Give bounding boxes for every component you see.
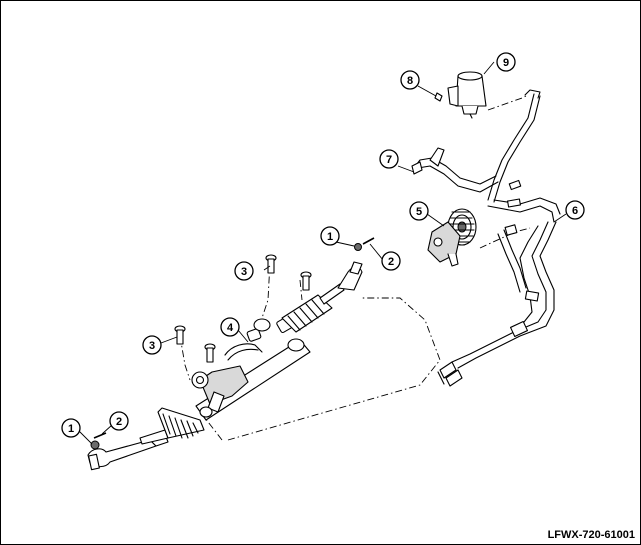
power-steering-pump [427, 208, 477, 267]
callout-3a: 3 [234, 261, 254, 281]
callout-circle [400, 70, 420, 90]
callout-number: 7 [386, 154, 392, 166]
callout-circle [565, 200, 585, 220]
pump-hose-reference-line [479, 227, 531, 249]
left-castle-nut [90, 440, 100, 450]
callout-circle [409, 201, 429, 221]
callout-circle [379, 149, 399, 169]
right-cotter-pin [362, 237, 375, 245]
callout-5: 5 [409, 201, 429, 221]
callout-number: 9 [503, 57, 509, 69]
callout-circle [109, 411, 129, 431]
bolt-upper-right [300, 271, 312, 291]
callout-1a: 1 [61, 418, 81, 438]
power-steering-reservoir [434, 71, 487, 119]
hose-routing-reference-line [227, 297, 441, 441]
pinion-valve-housing [199, 365, 249, 405]
callout-number: 3 [241, 266, 247, 278]
callout-circle [320, 226, 340, 246]
callout-circle [234, 261, 254, 281]
callout-8: 8 [400, 70, 420, 90]
steering-gear-assembly [139, 283, 345, 445]
callout-9: 9 [496, 52, 516, 72]
bolt-lower-middle [204, 343, 216, 363]
right-castle-nut [354, 243, 362, 251]
callout-6: 6 [565, 200, 585, 220]
callout-layer: 1 2 3 3 4 1 2 5 6 7 8 9 [61, 52, 585, 438]
callout-circle [61, 418, 81, 438]
power-steering-hose-assembly [411, 89, 561, 387]
callout-circle [220, 317, 240, 337]
bolt-upper-left [265, 254, 277, 274]
callout-leaders [77, 61, 567, 445]
callout-circle [142, 335, 162, 355]
reservoir-clip [434, 92, 443, 102]
callout-2b: 2 [381, 251, 401, 271]
callout-number: 1 [68, 423, 74, 435]
callout-number: 6 [572, 205, 578, 217]
callout-number: 5 [416, 206, 422, 218]
callout-3b: 3 [142, 335, 162, 355]
callout-number: 1 [327, 231, 333, 243]
callout-number: 2 [388, 256, 394, 268]
mounting-bolts [174, 254, 312, 363]
callout-number: 2 [116, 416, 122, 428]
callout-number: 8 [407, 75, 413, 87]
diagram-reference-code: LFWX-720-61001 [547, 529, 635, 541]
callout-1b: 1 [320, 226, 340, 246]
callout-2a: 2 [109, 411, 129, 431]
right-outer-tie-rod-end [337, 237, 375, 291]
reservoir-hose-reference-line [487, 94, 529, 111]
callout-circle [496, 52, 516, 72]
bolt-lower-left [174, 325, 186, 345]
callout-circle [381, 251, 401, 271]
callout-7: 7 [379, 149, 399, 169]
bolt-reference-line-lower [179, 335, 191, 381]
callout-4: 4 [220, 317, 240, 337]
assembly-reference-lines [179, 94, 531, 441]
left-cotter-pin [93, 432, 107, 439]
callout-number: 4 [227, 322, 234, 334]
callout-number: 3 [149, 340, 155, 352]
